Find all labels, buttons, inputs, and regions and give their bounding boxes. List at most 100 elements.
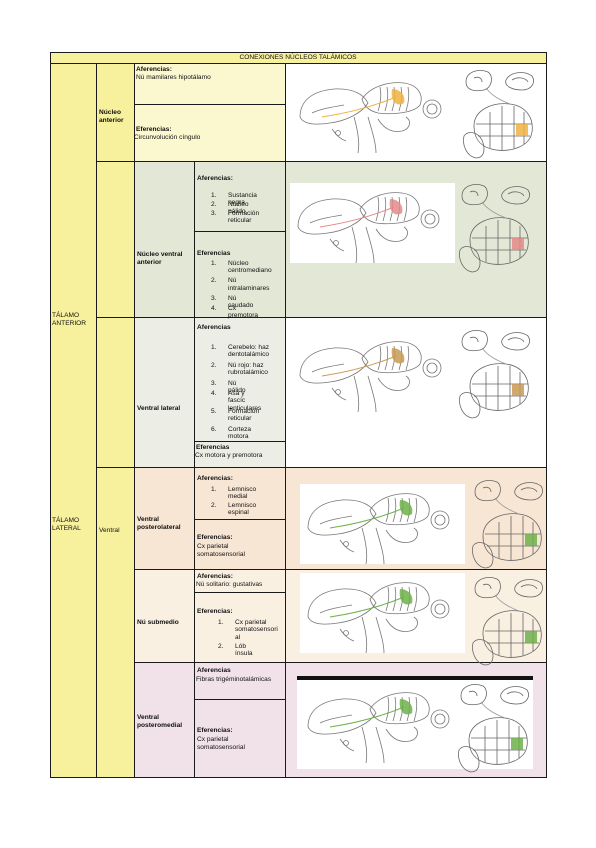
list-item-number: 5. [211, 407, 217, 415]
list-item-line: Corteza motora [228, 425, 252, 440]
vpl-eferencias-line1: Cx parietal [197, 543, 229, 550]
list-item-number: 1. [218, 619, 224, 626]
list-item-text: Lób ínsula [235, 643, 253, 658]
vl-eferencias-label: Eferencias [196, 444, 230, 451]
list-item-text: Sustancia negra [228, 192, 257, 207]
brainstem-diagram [300, 573, 465, 653]
brainstem-diagram [300, 683, 465, 763]
highlighted-nucleus [525, 631, 537, 643]
list-item-line: Asa y fascíc [228, 390, 246, 405]
list-item-line: Sustancia negra [228, 192, 257, 207]
va-aferencias-label: Aferencias: [197, 175, 233, 182]
list-item-line: Nú [228, 277, 237, 285]
list-item-number: 1. [211, 192, 217, 199]
list-item-line: Lób ínsula [235, 642, 253, 658]
list-item-line: dentotalámico [228, 351, 270, 359]
list-item-number: 4. [211, 390, 217, 397]
list-item-text: Nú caudado [228, 295, 253, 310]
nucleus-anterior-name: Núcleo anterior [99, 109, 124, 124]
list-item-text: Cx premotora [228, 305, 258, 320]
va-eferencias-label: Eferencias [197, 250, 231, 257]
anterior-fill [134, 63, 285, 161]
vpm-aferencias-text: Fibras trigéminotalámicas [196, 676, 272, 683]
sub-aferencias-text: Nú solitario: gustativas [196, 581, 263, 588]
list-item-number: 1. [211, 260, 217, 267]
list-item-line: lenticulares [228, 404, 262, 412]
anterior-aferencias-label: Aferencias: [136, 66, 172, 73]
brainstem-diagram [292, 332, 457, 412]
list-item-number: 3. [211, 379, 217, 387]
highlighted-nucleus [512, 238, 524, 250]
list-item-number: 3. [211, 209, 217, 217]
highlighted-nucleus [389, 199, 403, 215]
list-item-line: Núcleo pálido [228, 200, 249, 216]
list-item-line: Cerebelo: haz [228, 344, 270, 351]
anterior-eferencias-label: Eferencias: [136, 126, 172, 133]
sub-eferencias-label: Eferencias: [197, 608, 233, 615]
list-item-number: 6. [211, 425, 217, 433]
list-item-number: 2. [211, 501, 217, 509]
sub-aferencias-label: Aferencias: [197, 573, 233, 580]
col2-fill [96, 63, 134, 777]
list-item-line: Cx parietal [235, 619, 267, 626]
col1-fill [50, 63, 96, 777]
thalamus-sketch [459, 330, 530, 419]
list-item-line: Lemnisco [228, 486, 257, 493]
list-item-line: Lemnisco [228, 501, 257, 509]
list-item-line: reticular [228, 217, 252, 225]
thalamus-sketch [472, 480, 543, 569]
list-item-line: Cx premotora [228, 304, 259, 319]
list-item-line: rubrotalámico [228, 369, 268, 377]
list-item-line: Nú rojo: haz [228, 361, 264, 369]
list-item-number: 1. [211, 344, 217, 351]
list-item-number: 2. [218, 642, 224, 650]
nucleus-vl-name: Ventral lateral [137, 405, 181, 412]
list-item-number: 2. [211, 277, 217, 285]
nucleus-submedio-name: Nú submedio [137, 619, 179, 626]
brainstem-diagram [300, 484, 465, 564]
anterior-aferencias-text: Nú mamilares hipotálamo [136, 74, 211, 81]
list-item-line: Formación [228, 209, 260, 217]
list-item-line: Núcleo [228, 260, 249, 267]
highlighted-nucleus [516, 124, 528, 136]
list-item-number: 3. [211, 294, 217, 302]
region-lateral-label: TÁLAMO LATERAL [52, 517, 81, 532]
highlighted-nucleus [399, 699, 413, 715]
list-item-line: intralaminares [228, 284, 270, 292]
list-item-text: Nú pálido [228, 380, 246, 395]
thalamus-sketch [459, 184, 530, 273]
vpm-eferencias-line2: somatosensorial [197, 744, 246, 751]
vpl-eferencias-line2: somatosensorial [197, 551, 246, 558]
vpl-eferencias-label: Eferencias: [197, 534, 233, 541]
region-anterior-label: TÁLAMO ANTERIOR [52, 312, 87, 327]
list-item-line: reticular [228, 415, 252, 423]
list-item-line: centromediano [228, 267, 272, 275]
list-item-line: al [235, 633, 241, 641]
vpm-eferencias-label: Eferencias: [197, 727, 233, 734]
vl-eferencias-text: Cx motora y premotora [195, 452, 263, 459]
brainstem-diagram [292, 73, 457, 153]
list-item-line: medial [228, 493, 248, 501]
vpm-eferencias-line1: Cx parietal [197, 736, 229, 743]
list-item-number: 2. [211, 361, 217, 369]
list-item-number: 2. [211, 200, 217, 208]
highlighted-nucleus [399, 589, 413, 605]
highlighted-nucleus [391, 348, 405, 364]
thalamus-sketch [463, 70, 534, 159]
anterior-eferencias-text: Circunvolución cíngulo [134, 134, 201, 141]
list-item-text: Núcleo pálido [228, 201, 249, 216]
highlighted-nucleus [391, 89, 405, 105]
nucleus-vpm-name: Ventral posteromedial [137, 714, 183, 729]
nucleus-va-name: Núcleo ventral anterior [137, 251, 183, 266]
list-item-line: espinal [228, 509, 249, 517]
highlighted-nucleus [525, 534, 537, 546]
thalamus-sketch [472, 577, 543, 666]
highlighted-nucleus [399, 500, 413, 516]
